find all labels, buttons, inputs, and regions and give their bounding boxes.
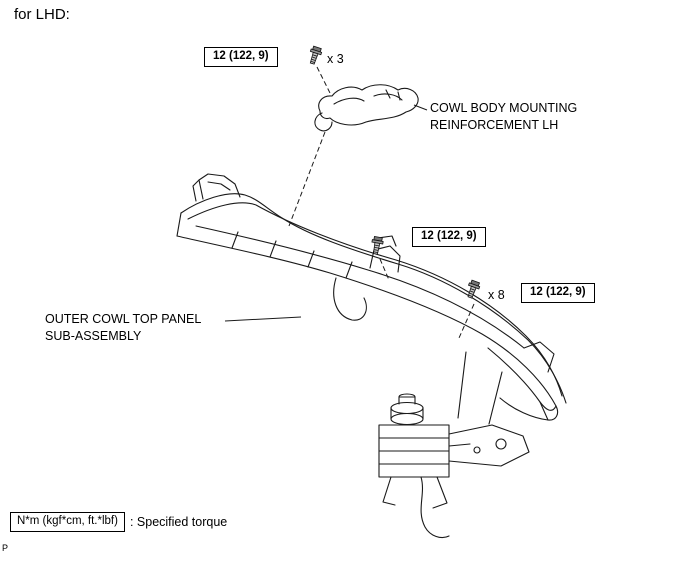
leader-dashed-bolt1 <box>316 66 332 96</box>
label-panel: OUTER COWL TOP PANEL SUB-ASSEMBLY <box>45 311 201 345</box>
label-reinforcement-line1: COWL BODY MOUNTING <box>430 101 578 115</box>
bolt-count-3: x 8 <box>488 288 505 302</box>
torque-note: N*m (kgf*cm, ft.*lbf) : Specified torque <box>10 512 227 532</box>
leader-panel-label <box>224 316 302 322</box>
torque-spec-box-1: 12 (122, 9) <box>204 47 278 67</box>
leader-dashed-bolt3 <box>458 303 475 339</box>
outer-cowl-top-panel-drawing <box>176 173 567 421</box>
leader-dashed-bolt1b <box>288 131 326 227</box>
torque-spec-box-2: 12 (122, 9) <box>412 227 486 247</box>
label-panel-line1: OUTER COWL TOP PANEL <box>45 312 202 326</box>
bolt-icon <box>306 45 324 66</box>
label-reinforcement-line2: REINFORCEMENT LH <box>430 117 559 132</box>
leader-reinforcement-label <box>413 104 428 111</box>
leader-dashed-bolt2 <box>379 258 390 281</box>
torque-note-text: : Specified torque <box>129 514 228 529</box>
variant-label: for LHD: <box>14 6 70 23</box>
cowl-reinforcement-drawing <box>314 84 419 132</box>
bolt-count-1: x 3 <box>327 52 344 66</box>
bolt-icon <box>464 279 482 300</box>
page-marker: P <box>2 543 9 553</box>
label-panel-line2: SUB-ASSEMBLY <box>45 328 142 343</box>
torque-units-box: N*m (kgf*cm, ft.*lbf) <box>10 512 125 532</box>
brake-actuator-drawing <box>378 351 530 539</box>
bolt-icon <box>369 235 385 256</box>
label-reinforcement: COWL BODY MOUNTING REINFORCEMENT LH <box>430 100 577 134</box>
torque-spec-box-3: 12 (122, 9) <box>521 283 595 303</box>
